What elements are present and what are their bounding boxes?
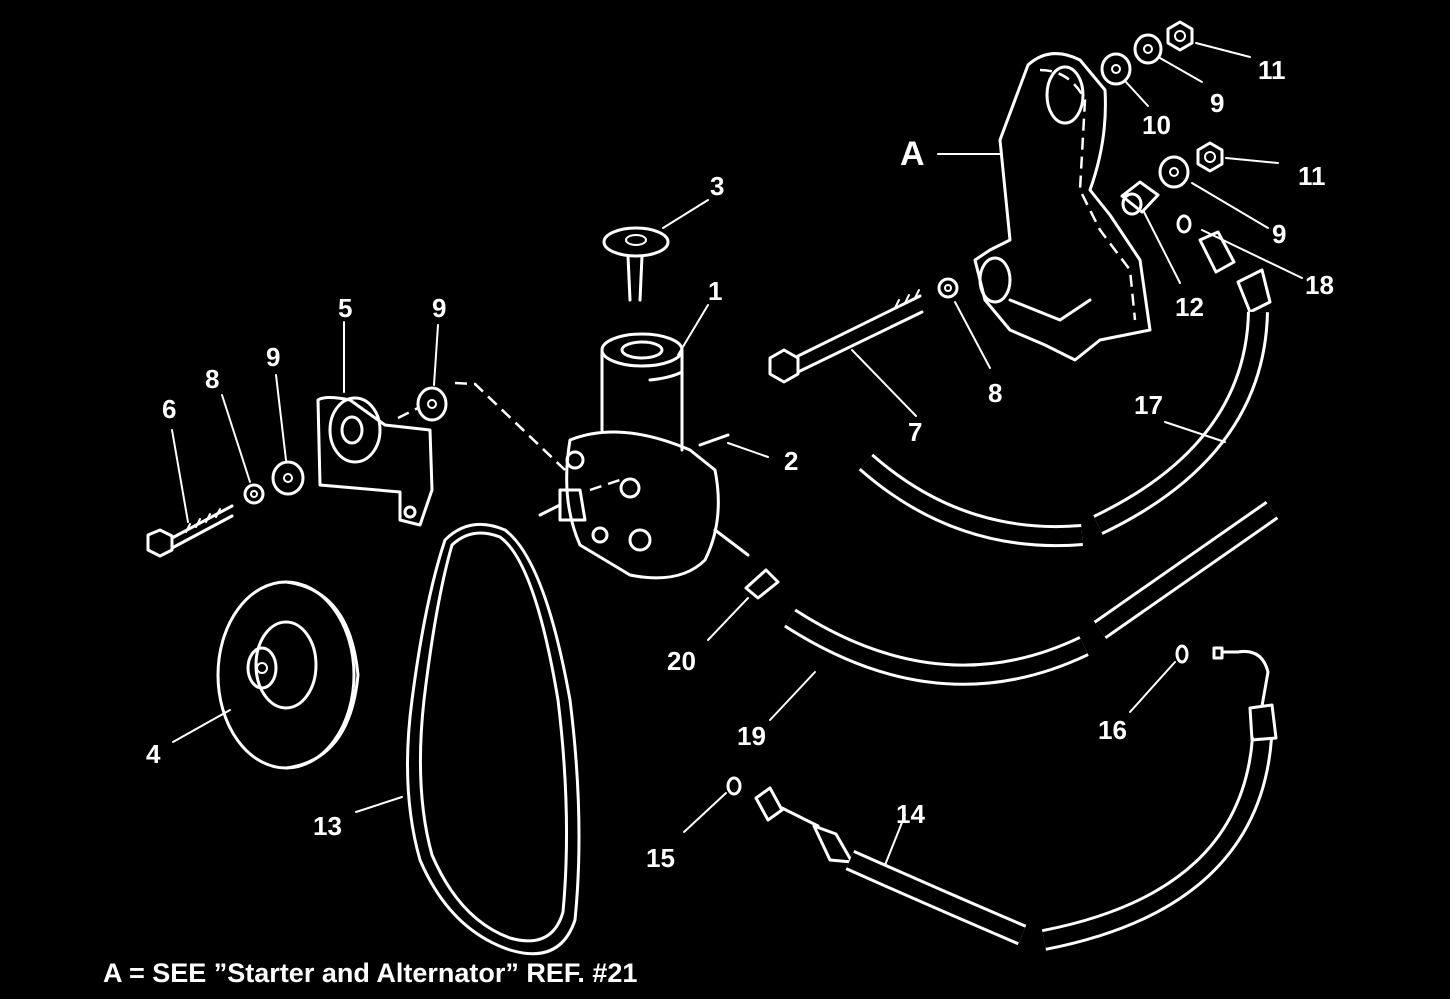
callout-8-left: 8 bbox=[205, 364, 219, 394]
callout-8-right: 8 bbox=[988, 378, 1002, 408]
nut-11-upper bbox=[1166, 20, 1194, 52]
callout-5: 5 bbox=[338, 293, 352, 323]
callout-1: 1 bbox=[708, 276, 722, 306]
callout-14: 14 bbox=[896, 799, 925, 829]
callout-9-lower: 9 bbox=[1272, 219, 1286, 249]
callout-19: 19 bbox=[737, 721, 766, 751]
washer-10 bbox=[1100, 52, 1132, 86]
power-steering-pump-part bbox=[538, 332, 750, 580]
reference-footnote: A = SEE ”Starter and Alternator” REF. #2… bbox=[103, 958, 638, 988]
callout-17: 17 bbox=[1134, 390, 1163, 420]
callout-a: A bbox=[900, 135, 925, 173]
callout-12: 12 bbox=[1175, 292, 1204, 322]
bolt-6-part bbox=[146, 504, 234, 558]
callout-3: 3 bbox=[710, 171, 724, 201]
callout-9-upper: 9 bbox=[1210, 88, 1224, 118]
fitting-20 bbox=[744, 568, 780, 600]
o-ring-18 bbox=[1176, 214, 1192, 234]
callout-7: 7 bbox=[908, 417, 922, 447]
assembly-line-pump-shaft bbox=[589, 478, 621, 492]
hose-14-part bbox=[754, 646, 1278, 951]
callout-4: 4 bbox=[146, 739, 161, 769]
nut-11-lower bbox=[1196, 141, 1224, 173]
hose-19-part bbox=[784, 500, 1279, 686]
callout-18: 18 bbox=[1305, 270, 1334, 300]
pulley-part bbox=[216, 580, 360, 770]
leader-lines bbox=[171, 42, 1303, 866]
callout-6: 6 bbox=[162, 394, 176, 424]
bolt-7-part bbox=[768, 289, 924, 384]
callout-13: 13 bbox=[313, 811, 342, 841]
assembly-line-bracket-washer bbox=[397, 406, 419, 420]
callout-9-left: 9 bbox=[266, 342, 280, 372]
callout-11-lower: 11 bbox=[1298, 161, 1326, 191]
callout-15: 15 bbox=[646, 843, 675, 873]
callout-20: 20 bbox=[667, 646, 696, 676]
callout-11-upper: 11 bbox=[1258, 55, 1286, 85]
lock-washer-8-right bbox=[937, 277, 959, 299]
washer-9-upper bbox=[1133, 33, 1163, 65]
spacer-12 bbox=[1120, 180, 1160, 216]
callout-10: 10 bbox=[1142, 110, 1171, 140]
callout-9-mid: 9 bbox=[432, 293, 446, 323]
drive-belt-part bbox=[406, 522, 581, 956]
o-ring-15 bbox=[726, 776, 742, 796]
callout-2: 2 bbox=[784, 446, 798, 476]
bracket-a-part bbox=[973, 52, 1152, 362]
lock-washer-8-left bbox=[243, 483, 265, 505]
hose-17-part bbox=[858, 230, 1272, 548]
washer-9-left bbox=[271, 460, 305, 496]
pump-bracket-part bbox=[316, 396, 434, 527]
washer-9-mid bbox=[416, 386, 448, 422]
assembly-line-pump-bracket bbox=[454, 381, 566, 471]
callout-16: 16 bbox=[1098, 715, 1127, 745]
o-ring-16 bbox=[1175, 644, 1189, 664]
reservoir-cap-part bbox=[602, 226, 670, 302]
washer-9-lower bbox=[1158, 155, 1190, 189]
